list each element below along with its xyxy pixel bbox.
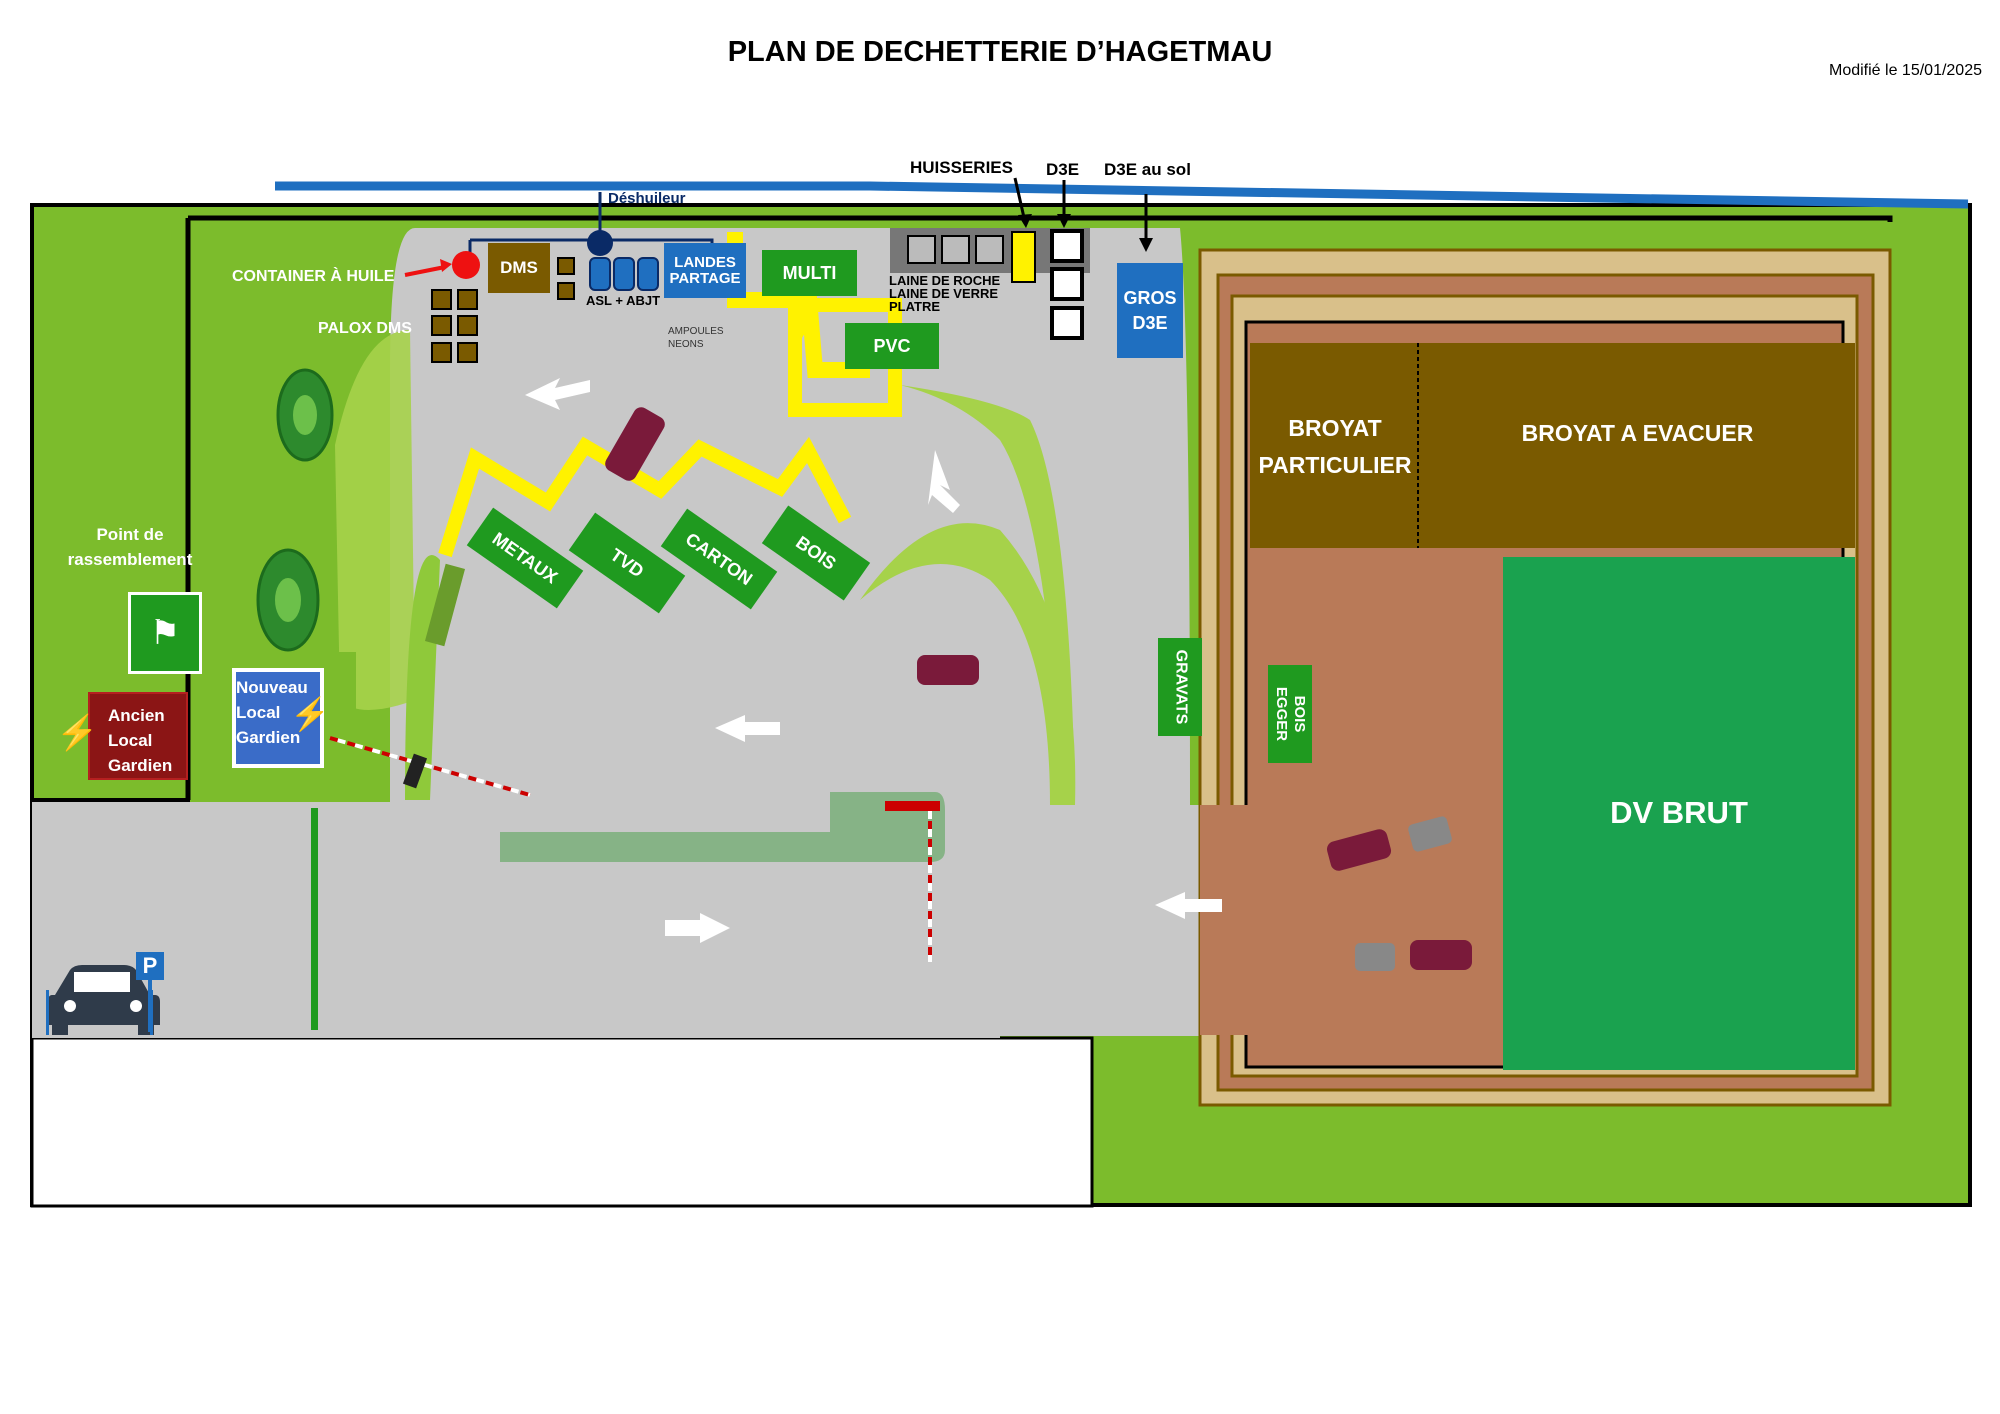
deshuileur-label: Déshuileur	[608, 190, 686, 207]
dv-brut-label: DV BRUT	[1610, 795, 1748, 830]
modified-date: Modifié le 15/01/2025	[1829, 62, 1982, 79]
parking-icon: P	[136, 952, 164, 980]
container-huile-label: CONTAINER À HUILE	[232, 268, 395, 285]
weigh-lane	[500, 792, 945, 862]
outside-area	[30, 1036, 1094, 1208]
green-strip	[324, 652, 356, 728]
water-line	[275, 181, 1969, 209]
broyat-particulier-area	[1250, 343, 1420, 548]
deshuileur-marker	[587, 230, 613, 256]
lightning-icon: ⚡	[290, 696, 330, 732]
page-title: PLAN DE DECHETTERIE D’HAGETMAU	[727, 36, 1273, 68]
pvc-container: PVC	[845, 323, 939, 369]
car-icon	[46, 965, 160, 1035]
island-left	[335, 330, 415, 710]
dv-brut-area	[1503, 557, 1855, 1070]
dms-container: DMS	[488, 243, 550, 293]
car-icon	[605, 407, 1472, 971]
d3e-label: D3E	[1046, 160, 1080, 179]
gravats-container: GRAVATS	[1158, 638, 1202, 736]
huisseries-label: HUISSERIES	[910, 158, 1013, 177]
broyat-evacuer-label: BROYAT A EVACUER	[1521, 420, 1754, 446]
lightning-icon: ⚡	[56, 714, 99, 752]
island-center	[860, 523, 1076, 805]
palox-dms-label: PALOX DMS	[318, 320, 412, 337]
parking-sign-pole	[148, 980, 152, 1032]
huisseries-container	[1011, 231, 1036, 283]
multi-container: MULTI	[762, 250, 857, 296]
landes-partage-container: LANDES PARTAGE	[664, 243, 746, 298]
asl-abjt-label: ASL + ABJT	[586, 293, 661, 308]
d3e-sol-label: D3E au sol	[1104, 160, 1191, 179]
traffic-arrows	[525, 378, 1222, 943]
quay-edge	[438, 436, 852, 558]
broyat-evacuer-area	[1420, 343, 1855, 548]
assembly-point-icon: ⚑	[128, 592, 202, 674]
oil-container-marker	[452, 251, 480, 279]
